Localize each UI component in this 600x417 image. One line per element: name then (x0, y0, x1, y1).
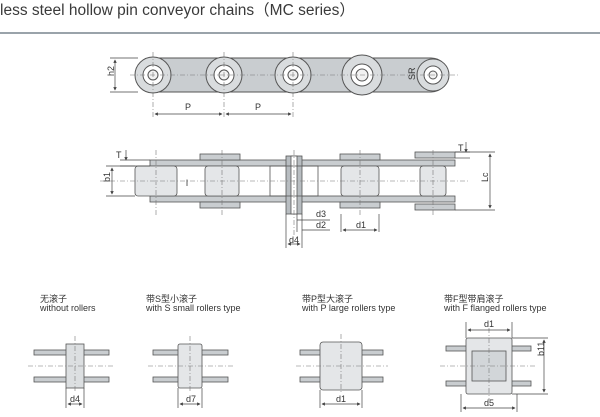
dim-label-d1: d1 (356, 220, 366, 230)
dim-label-d7: d7 (186, 394, 196, 404)
variant-flanged-rollers (445, 337, 532, 395)
variant-caption-en: without rollers (40, 303, 96, 313)
dim-label-d4: d4 (70, 394, 80, 404)
dim-label-b1: b1 (102, 172, 112, 182)
dim-label-sr: SR (407, 67, 417, 80)
inner-plate (414, 203, 456, 211)
dim-label-d5: d5 (484, 398, 494, 408)
dim-label-t: T (116, 150, 122, 160)
variant-caption-zh: 带S型小滚子 (146, 294, 198, 304)
chain-side-view (134, 151, 456, 215)
dim-label-pitch: P (255, 102, 261, 112)
dim-label-l: l (186, 178, 188, 188)
dim-label-d1: d1 (484, 319, 494, 329)
side-plate (149, 195, 456, 203)
variant-caption-en: with F flanged rollers type (444, 303, 547, 313)
variant-caption-zh: 带P型大滚子 (302, 294, 354, 304)
variant-without-rollers (33, 343, 110, 389)
inner-plate (199, 201, 241, 209)
dim-label-d1: d1 (336, 394, 346, 404)
side-plate (149, 159, 456, 167)
dim-label-d3: d3 (316, 209, 326, 219)
title-divider (0, 32, 600, 34)
inner-plate (414, 151, 456, 159)
dim-label-b11: b11 (536, 342, 546, 356)
variant-caption-en: with P large rollers type (302, 303, 396, 313)
dim-label-h2: h2 (106, 66, 116, 76)
dim-label-lc: Lc (480, 172, 490, 182)
page-title: less steel hollow pin conveyor chains（MC… (0, 2, 355, 19)
variant-caption-zh: 无滚子 (40, 294, 68, 304)
dim-label-d4: d4 (289, 235, 299, 245)
inner-plate (199, 153, 241, 161)
variant-caption-en: with S small rollers type (146, 303, 241, 313)
dim-label-t: T (458, 143, 464, 153)
variant-caption-zh: 带F型带肩滚子 (444, 294, 504, 304)
dim-label-d2: d2 (316, 220, 326, 230)
dim-label-pitch: P (185, 102, 191, 112)
